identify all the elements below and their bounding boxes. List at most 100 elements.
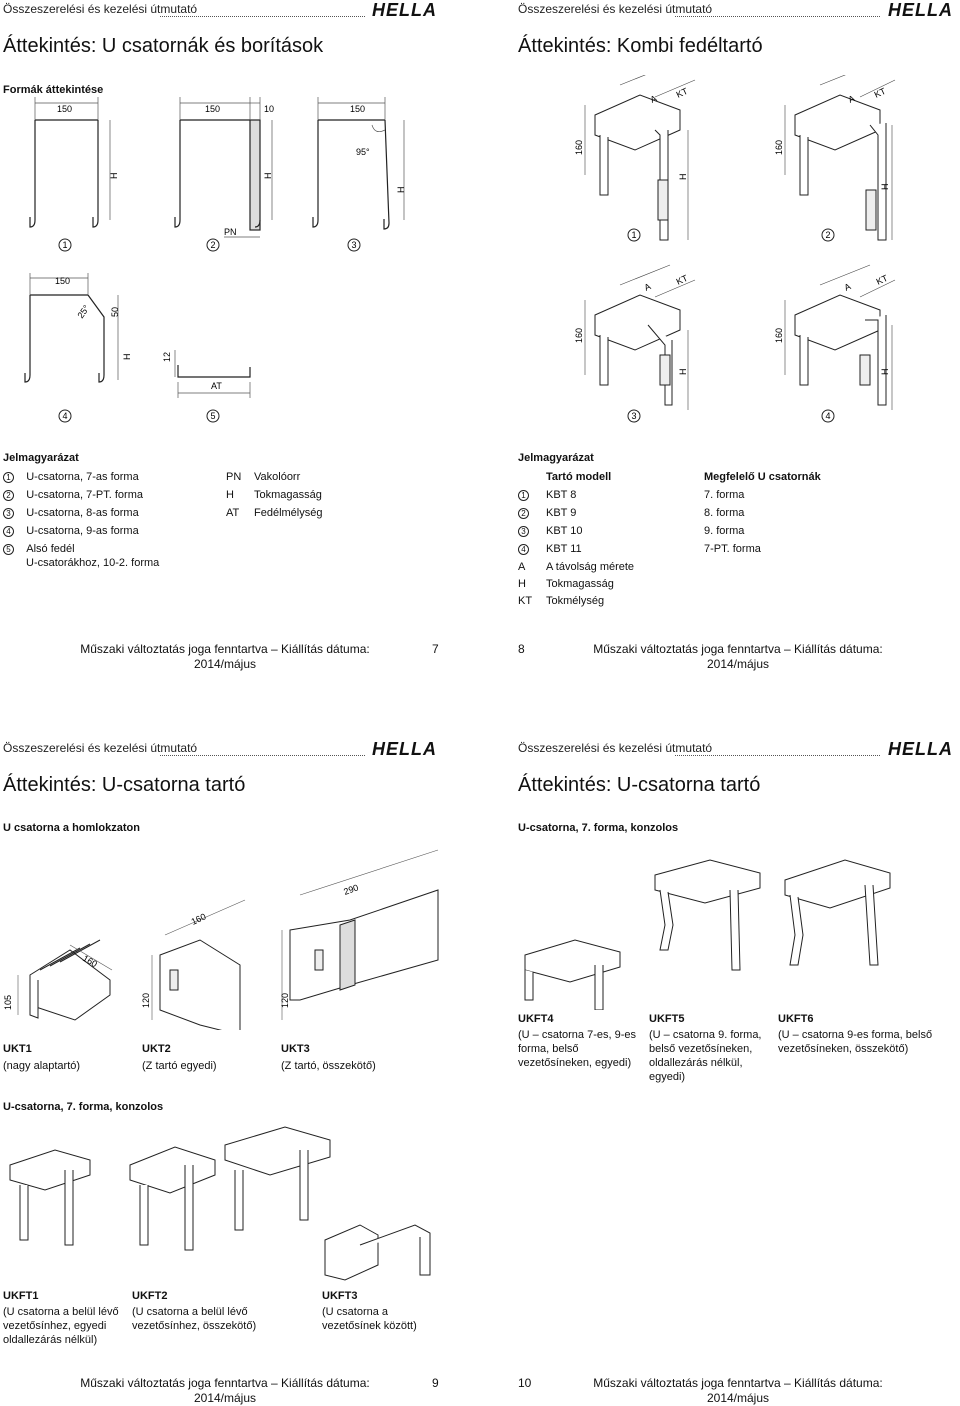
shape-number-4: 4 (62, 411, 67, 421)
hella-logo: HELLA (372, 0, 437, 20)
header-divider (160, 755, 365, 756)
hella-logo: HELLA (888, 739, 953, 759)
page7-legend-title: Jelmagyarázat (3, 452, 79, 464)
shape-number-1: 1 (62, 240, 67, 250)
dim-120: 120 (280, 993, 290, 1008)
page7-footer: Műszaki változtatás joga fenntartva – Ki… (80, 642, 370, 671)
label-kt: KT (675, 86, 690, 100)
label-kt: KT (873, 86, 888, 100)
u-channel-shapes-diagram: 150 150 10 150 95° H H H PN 150 25° 50 H… (24, 97, 406, 423)
legend-item: 4 U-csatorna, 9-as forma (3, 525, 159, 543)
page-number: 10 (518, 1376, 532, 1390)
page7-header-text: Összeszerelési és kezelési útmutató (3, 2, 198, 16)
page-number: 7 (432, 642, 439, 656)
bracket-number-4: 4 (825, 411, 830, 421)
shape-number-3: 3 (351, 240, 356, 250)
dim-160: 160 (190, 911, 208, 926)
legend-item: 3 U-csatorna, 8-as forma (3, 507, 159, 525)
page9-section2-title: U-csatorna, 7. forma, konzolos (3, 1101, 164, 1113)
item-ukft5: UKFT5 (U – csatorna 9. forma, belső veze… (649, 1013, 762, 1083)
page9-header-text: Összeszerelési és kezelési útmutató (3, 741, 198, 755)
page7-legend-left: 1 U-csatorna, 7-as forma 2 U-csatorna, 7… (3, 471, 159, 569)
console-bracket-diagram-2 (524, 859, 891, 1010)
dim-150: 150 (205, 104, 220, 114)
label-160: 160 (774, 328, 784, 343)
page9-section-title: U csatorna a homlokzaton (3, 822, 140, 834)
item-ukt1: UKT1 (nagy alaptartó) (3, 1043, 81, 1072)
item-ukft1: UKFT1 (U csatorna a belül lévő vezetősín… (3, 1290, 119, 1346)
dim-h: H (396, 187, 406, 194)
dim-at: AT (211, 381, 222, 391)
item-ukft3: UKFT3 (U csatorna a vezetősínek között) (322, 1290, 417, 1332)
page7-section-title: Formák áttekintése (3, 84, 104, 96)
label-kt: KT (875, 273, 890, 287)
page-number: 8 (518, 642, 525, 656)
column-header-model: Tartó modell (546, 471, 612, 483)
item-ukft4: UKFT4 (U – csatorna 7-es, 9-es forma, be… (518, 1013, 636, 1069)
dim-angle-25: 25° (75, 303, 91, 320)
header-divider (675, 16, 880, 17)
label-a: A (847, 93, 857, 105)
header-divider (160, 16, 365, 17)
page10-footer: Műszaki változtatás joga fenntartva – Ki… (593, 1376, 883, 1405)
page8-footer: Műszaki változtatás joga fenntartva – Ki… (593, 642, 883, 671)
dim-h: H (263, 173, 273, 180)
page10-title: Áttekintés: U-csatorna tartó (518, 774, 761, 796)
page8-title: Áttekintés: Kombi fedéltartó (518, 35, 763, 57)
facade-bracket-diagram: 290 160 160 105 120 120 (3, 849, 439, 1030)
page10-section-title: U-csatorna, 7. forma, konzolos (518, 822, 679, 834)
console-bracket-diagram (9, 1126, 431, 1281)
dim-h: H (109, 173, 119, 180)
dim-50: 50 (110, 307, 120, 317)
combi-bracket-diagram: A KT A KT A KT A KT 160 160 160 160 H H … (574, 75, 896, 423)
bracket-number-2: 2 (825, 230, 830, 240)
header-divider (675, 755, 880, 756)
dim-150: 150 (57, 104, 72, 114)
page9-title: Áttekintés: U-csatorna tartó (3, 774, 246, 796)
page8-legend-title: Jelmagyarázat (518, 452, 594, 464)
label-160: 160 (574, 140, 584, 155)
label-160: 160 (574, 328, 584, 343)
item-ukt2: UKT2 (Z tartó egyedi) (142, 1043, 217, 1072)
label-h: H (880, 369, 890, 376)
dim-120: 120 (141, 993, 151, 1008)
label-160: 160 (774, 140, 784, 155)
page9-footer: Műszaki változtatás joga fenntartva – Ki… (80, 1376, 370, 1405)
label-h: H (678, 174, 688, 181)
bracket-number-1: 1 (631, 230, 636, 240)
page10-header-text: Összeszerelési és kezelési útmutató (518, 741, 713, 755)
legend-item: 5 Alsó fedél (3, 543, 159, 557)
dim-150: 150 (350, 104, 365, 114)
label-kt: KT (675, 273, 690, 287)
dim-105: 105 (3, 995, 13, 1010)
label-h: H (880, 184, 890, 191)
dim-h: H (122, 354, 132, 361)
item-ukt3: UKT3 (Z tartó, összekötő) (281, 1043, 376, 1072)
legend-item: 1 U-csatorna, 7-as forma (3, 471, 159, 489)
item-ukft6: UKFT6 (U – csatorna 9-es forma, belső ve… (778, 1013, 933, 1055)
page8-header-text: Összeszerelési és kezelési útmutató (518, 2, 713, 16)
dim-12: 12 (162, 352, 172, 362)
dim-10: 10 (264, 104, 274, 114)
label-h: H (678, 369, 688, 376)
hella-logo: HELLA (372, 739, 437, 759)
dim-150: 150 (55, 276, 70, 286)
item-ukft2: UKFT2 (U csatorna a belül lévő vezetősín… (132, 1290, 257, 1332)
label-a: A (843, 281, 853, 293)
hella-logo: HELLA (888, 0, 953, 20)
page7-title: Áttekintés: U csatornák és borítások (3, 35, 324, 57)
dim-290: 290 (342, 882, 360, 897)
column-header-channels: Megfelelő U csatornák (704, 471, 821, 483)
label-a: A (649, 93, 659, 105)
legend-item: 2 U-csatorna, 7-PT. forma (3, 489, 159, 507)
page-number: 9 (432, 1376, 439, 1390)
shape-number-5: 5 (210, 411, 215, 421)
